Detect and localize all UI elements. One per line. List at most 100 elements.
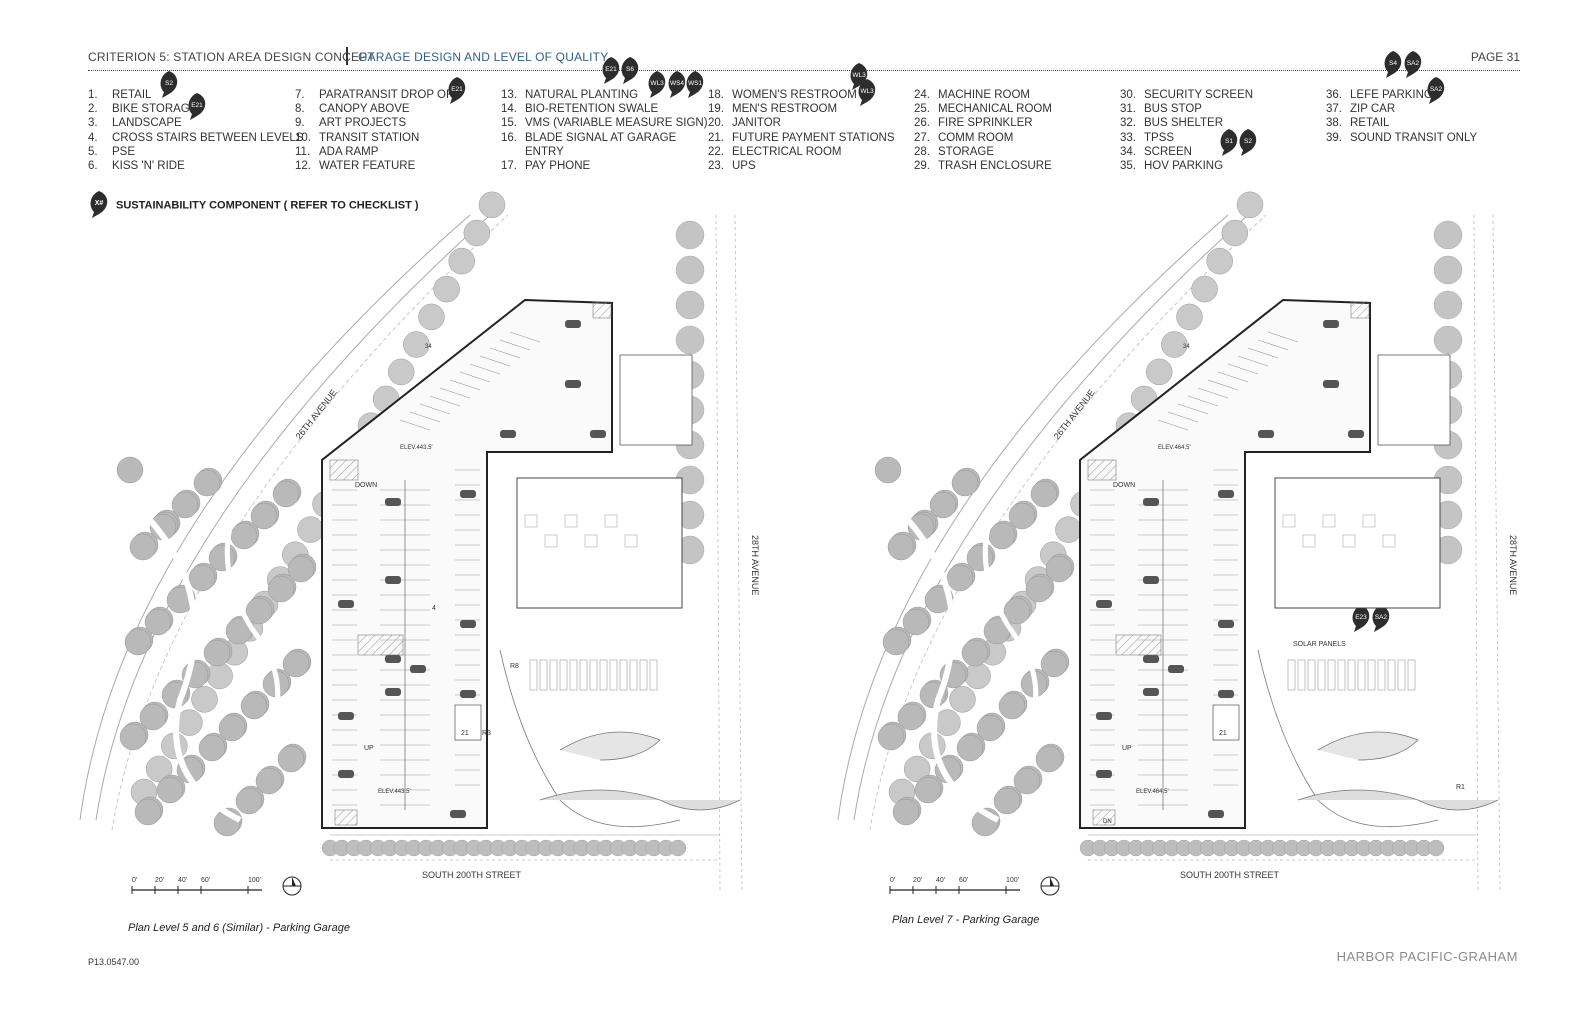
road-edge	[1473, 214, 1479, 891]
tree	[1433, 220, 1463, 250]
label-21: 21	[1219, 730, 1227, 737]
legend-item-number: 26.	[914, 117, 930, 130]
legend-item-number: 32.	[1120, 117, 1136, 130]
legend-item-number: 29.	[914, 159, 930, 172]
parking-stall-line	[429, 395, 461, 407]
parking-stall-line	[1247, 347, 1279, 359]
surface-stall	[579, 659, 588, 691]
tree	[198, 734, 226, 762]
walking-path	[982, 478, 1039, 762]
road-edge	[853, 214, 1249, 821]
sustainability-leaf-icon: E21	[446, 76, 468, 109]
tree	[1145, 358, 1173, 386]
road-edge	[79, 214, 471, 821]
tree	[448, 247, 475, 275]
tree	[203, 639, 231, 667]
surface-stall	[1327, 659, 1336, 691]
tree	[1003, 597, 1031, 625]
legend-item: 9.ART PROJECTS	[295, 116, 460, 130]
legend-item-number: 38.	[1326, 117, 1342, 130]
parked-car	[1218, 620, 1234, 628]
parked-car	[460, 490, 476, 498]
walking-path	[147, 518, 242, 823]
surface-stall	[639, 659, 648, 691]
legend-item: 4.CROSS STAIRS BETWEEN LEVELS	[88, 131, 304, 145]
parking-stall-line	[399, 419, 431, 431]
sustainability-leaf-icon: SA2	[1425, 76, 1447, 109]
label-up: UP	[364, 745, 374, 752]
tree	[277, 745, 305, 773]
header-divider	[346, 47, 348, 65]
sustainability-leaf-icon: WL3	[646, 70, 668, 103]
legend-item-label: LEFE PARKING	[1350, 89, 1433, 101]
sustainability-label: SUSTAINABILITY COMPONENT ( REFER TO CHEC…	[116, 199, 419, 212]
legend-item: 31.BUS STOP	[1120, 102, 1253, 116]
legend-item: ENTRY	[501, 145, 708, 159]
stair-core	[329, 459, 359, 481]
tree	[675, 325, 705, 355]
tree	[1427, 839, 1445, 857]
parking-stall-line	[439, 387, 471, 399]
legend-item-number: 15.	[501, 117, 517, 130]
surface-stall	[1387, 659, 1396, 691]
legend-item-number: 13.	[501, 89, 517, 101]
legend-item-number: 9.	[295, 117, 305, 130]
legend-item: 24.MACHINE ROOM	[914, 88, 1052, 102]
label-34: 34	[1183, 344, 1190, 350]
plaza-canopy	[1317, 731, 1419, 761]
leaf-code: S4	[1389, 60, 1397, 67]
rooftop-unit	[544, 534, 558, 548]
legend-item: 1.RETAIL	[88, 88, 304, 102]
tree	[961, 639, 989, 667]
parking-stall-line	[1267, 331, 1299, 343]
legend-item-number: 23.	[708, 159, 724, 172]
surface-stall	[1397, 659, 1406, 691]
street-28th-avenue: 28TH AVENUE	[1508, 535, 1518, 595]
page-number: PAGE 31	[1470, 50, 1520, 64]
surface-stall	[1287, 659, 1296, 691]
rooftop-unit	[624, 534, 638, 548]
tree	[250, 502, 278, 530]
legend-item: 13.NATURAL PLANTING	[501, 88, 708, 102]
project-number: P13.0547.00	[88, 957, 140, 967]
leaf-code: S2	[165, 80, 173, 87]
legend-item-number: 34.	[1120, 145, 1136, 158]
tree	[669, 839, 687, 857]
label-34: 34	[425, 344, 432, 350]
leaf-code: WS1	[688, 80, 702, 87]
tree	[1008, 502, 1036, 530]
legend-item-number: 14.	[501, 103, 517, 116]
sustainability-leaf-icon: E21	[186, 92, 208, 125]
leaf-code: WL3	[852, 72, 866, 79]
elev-top-label: ELEV.464.5'	[1158, 445, 1191, 451]
parking-stall-line	[1257, 339, 1289, 351]
scale-label: 20'	[155, 877, 164, 884]
legend-item: 20.JANITOR	[708, 116, 895, 130]
tree	[976, 714, 1004, 742]
legend-item-label: RETAIL	[112, 89, 152, 101]
surface-stall	[1347, 659, 1356, 691]
adjacent-building	[516, 477, 683, 609]
parked-car	[1143, 498, 1159, 506]
leaf-code: E21	[191, 102, 203, 109]
tree	[1221, 219, 1249, 247]
rooftop-unit	[1322, 514, 1336, 528]
legend-item: 30.SECURITY SCREEN	[1120, 88, 1253, 102]
tree	[156, 776, 184, 804]
rooftop-unit	[1382, 534, 1396, 548]
legend-item-number: 3.	[88, 117, 98, 130]
tree	[988, 522, 1016, 550]
north-arrow-icon	[292, 877, 296, 886]
rooftop-unit	[1362, 514, 1376, 528]
legend-item: 35.HOV PARKING	[1120, 159, 1253, 173]
tree	[255, 767, 283, 795]
tree	[240, 692, 268, 720]
parking-stall-line	[509, 331, 541, 343]
legend-item: 18.WOMEN'S RESTROOM	[708, 88, 895, 102]
tree	[897, 703, 925, 731]
legend-item-label: CROSS STAIRS BETWEEN LEVELS	[112, 131, 304, 144]
tree	[882, 628, 910, 656]
leaf-code: S6	[626, 66, 634, 73]
